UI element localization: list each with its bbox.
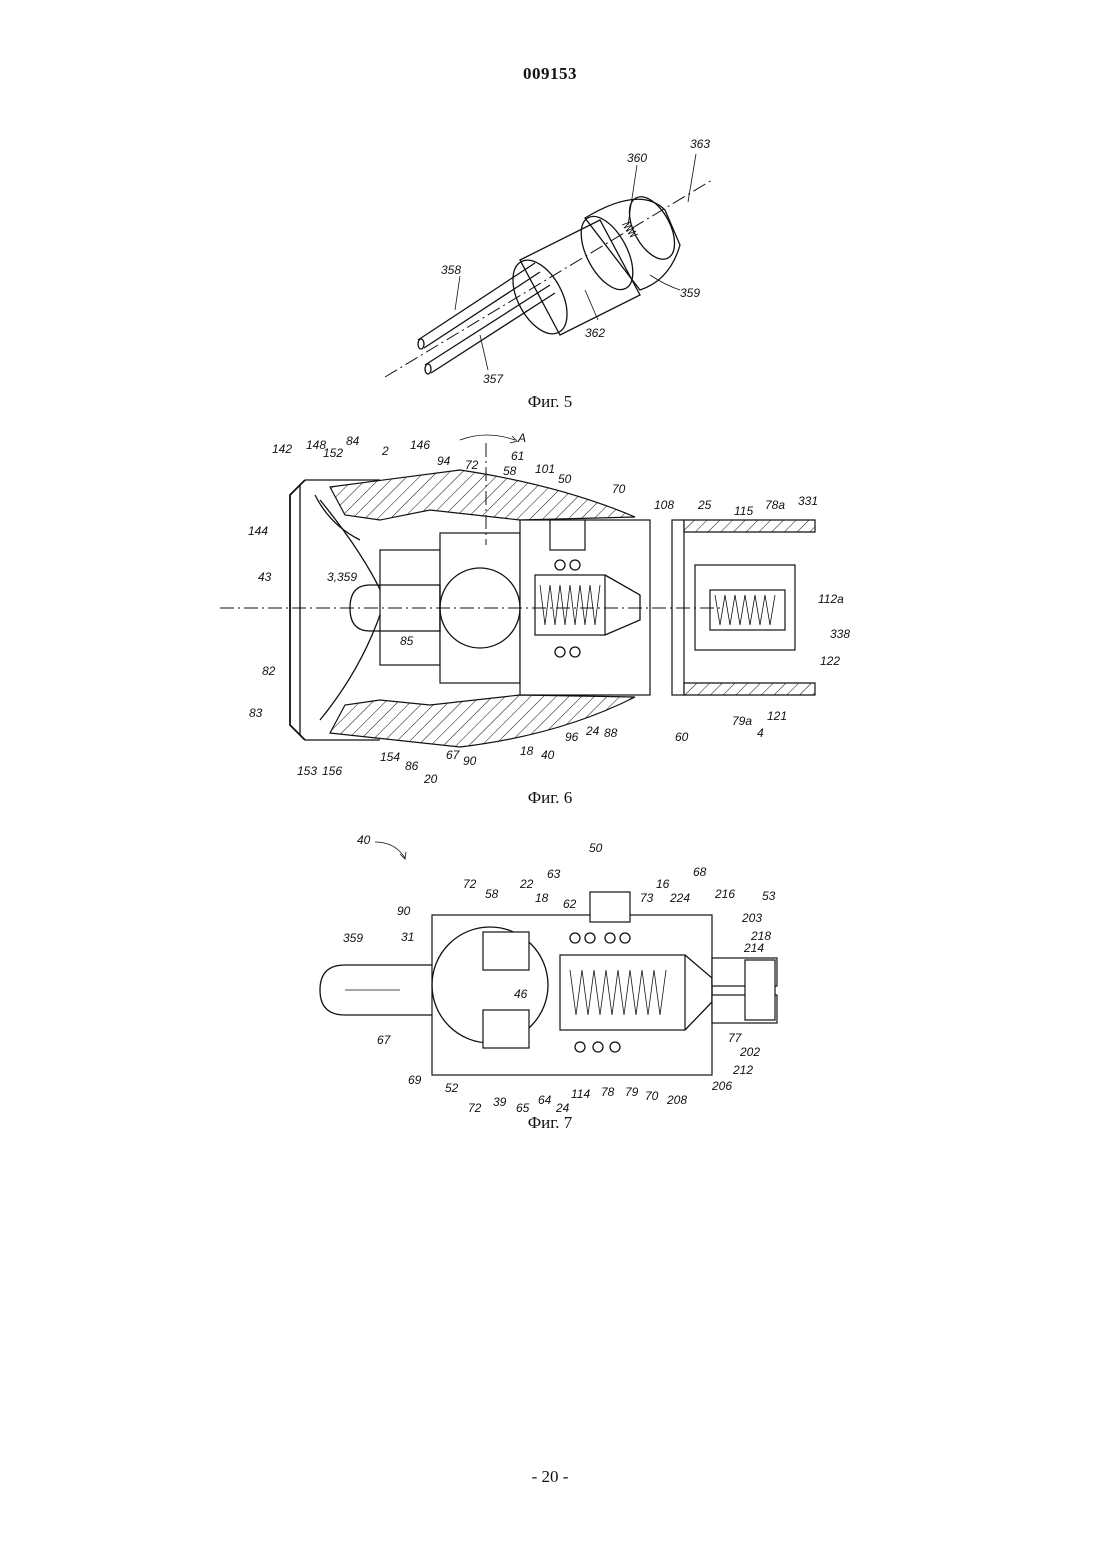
document-number: 009153: [0, 64, 1100, 84]
fig6-label-40: 40: [541, 748, 555, 762]
fig7-label-359: 359: [343, 931, 363, 945]
fig7-label-68: 68: [693, 865, 707, 879]
fig5-label-360: 360: [627, 151, 647, 165]
fig7-label-52: 52: [445, 1081, 459, 1095]
fig6-label-86: 86: [405, 759, 419, 773]
fig6-label-82: 82: [262, 664, 276, 678]
fig6-label-20: 20: [423, 772, 438, 786]
fig7-label-214: 214: [743, 941, 764, 955]
lamp-head: [571, 190, 684, 298]
fig5-label-363: 363: [690, 137, 710, 151]
fig5-label-359: 359: [680, 286, 700, 300]
fig7-label-78: 78: [601, 1085, 615, 1099]
fig6-label-122: 122: [820, 654, 840, 668]
fig7-label-58: 58: [485, 887, 499, 901]
fig6-label-156: 156: [322, 764, 342, 778]
fig6-label-83: 83: [249, 706, 263, 720]
figure-5-caption: Фиг. 5: [0, 392, 1100, 412]
fig6-label-152: 152: [323, 446, 343, 460]
axis-line: [385, 180, 712, 377]
fig6-label-78a: 78a: [765, 498, 785, 512]
fig6-label-58: 58: [503, 464, 517, 478]
fig7-label-46: 46: [514, 987, 528, 1001]
fig6-label-43: 43: [258, 570, 272, 584]
fig7-label-16: 16: [656, 877, 670, 891]
fig7-label-18: 18: [535, 891, 549, 905]
fig6-label-18: 18: [520, 744, 534, 758]
fig7-label-72-top: 72: [463, 877, 477, 891]
fig6-label-50: 50: [558, 472, 572, 486]
fig7-label-63: 63: [547, 867, 561, 881]
page-number: - 20 -: [0, 1467, 1100, 1487]
fig7-label-67: 67: [377, 1033, 392, 1047]
fig6-label-331: 331: [798, 494, 818, 508]
upper-housing: [330, 470, 635, 520]
fig7-label-39: 39: [493, 1095, 507, 1109]
fig6-label-24: 24: [585, 724, 600, 738]
fig6-label-154: 154: [380, 750, 400, 764]
lower-housing: [330, 695, 635, 747]
fig6-label-153: 153: [297, 764, 317, 778]
fig6-label-25: 25: [697, 498, 712, 512]
fig6-label-4: 4: [757, 726, 764, 740]
fig7-label-203: 203: [741, 911, 762, 925]
fig6-label-2: 2: [381, 444, 389, 458]
fig6-label-121: 121: [767, 709, 787, 723]
fig7-label-40: 40: [357, 833, 371, 847]
fig7-label-77: 77: [728, 1031, 743, 1045]
fig7-label-31: 31: [401, 930, 414, 944]
fig5-label-358: 358: [441, 263, 461, 277]
fig6-label-101: 101: [535, 462, 555, 476]
fig7-label-79: 79: [625, 1085, 639, 1099]
fig6-label-A: A: [517, 431, 526, 445]
fig6-label-60: 60: [675, 730, 689, 744]
fig6-label-94: 94: [437, 454, 451, 468]
fig7-label-224: 224: [669, 891, 690, 905]
fig6-label-108: 108: [654, 498, 674, 512]
figure-5-drawing: 360 363 358 359 362 357: [0, 130, 1100, 390]
fig6-label-90: 90: [463, 754, 477, 768]
fig6-label-96: 96: [565, 730, 579, 744]
fig7-label-202: 202: [739, 1045, 760, 1059]
fig6-label-88: 88: [604, 726, 618, 740]
fig5-label-357: 357: [483, 372, 504, 386]
fig7-label-50: 50: [589, 841, 603, 855]
fig7-label-62: 62: [563, 897, 577, 911]
figure-7-drawing: 40 50 72 58 22 63 18 16 68 62 73 224 216…: [0, 830, 1100, 1120]
fig6-label-67: 67: [446, 748, 461, 762]
fig7-label-69: 69: [408, 1073, 422, 1087]
fig7-label-90: 90: [397, 904, 411, 918]
fig6-label-84: 84: [346, 434, 360, 448]
fig6-label-112a: 112a: [818, 592, 844, 606]
fig6-label-79a: 79a: [732, 714, 752, 728]
fig6-label-72: 72: [465, 458, 479, 472]
figure-6-drawing: 142 148 152 84 2 146 94 A 61 72 58 101 5…: [0, 425, 1100, 790]
fig6-label-3359: 3,359: [327, 570, 357, 584]
figure-7-caption: Фиг. 7: [0, 1113, 1100, 1133]
fig7-label-114: 114: [571, 1087, 590, 1101]
fig7-label-216: 216: [714, 887, 735, 901]
fig6-label-146: 146: [410, 438, 430, 452]
fig6-label-338: 338: [830, 627, 850, 641]
fig7-label-64: 64: [538, 1093, 552, 1107]
fig7-label-208: 208: [666, 1093, 687, 1107]
switch-cap: [590, 892, 630, 922]
fig5-label-362: 362: [585, 326, 605, 340]
fig6-label-61: 61: [511, 449, 524, 463]
fig7-label-22: 22: [519, 877, 534, 891]
fig6-label-85: 85: [400, 634, 414, 648]
lamp-body: [502, 220, 640, 343]
fig7-label-70: 70: [645, 1089, 659, 1103]
fig7-label-212: 212: [732, 1063, 753, 1077]
fig6-label-70: 70: [612, 482, 626, 496]
fig6-label-115: 115: [734, 504, 753, 518]
fig7-label-206: 206: [711, 1079, 732, 1093]
fig7-label-53: 53: [762, 889, 776, 903]
fig6-label-144: 144: [248, 524, 268, 538]
fig7-label-73: 73: [640, 891, 654, 905]
figure-6-caption: Фиг. 6: [0, 788, 1100, 808]
fig6-label-142: 142: [272, 442, 292, 456]
